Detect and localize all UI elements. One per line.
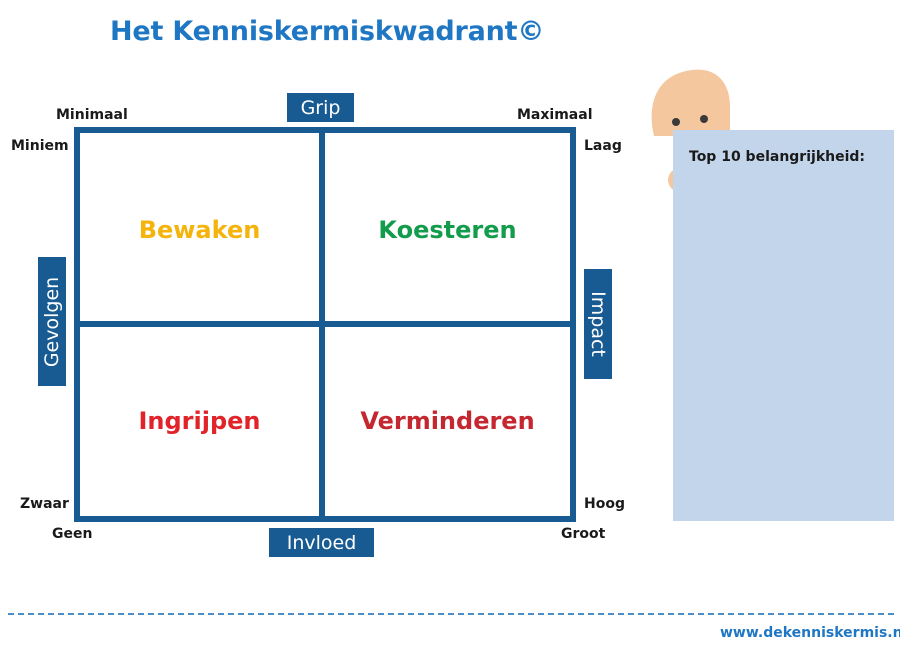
grid-top-border <box>74 127 576 133</box>
character-right-eye <box>700 115 708 123</box>
label-groot: Groot <box>561 526 606 542</box>
label-zwaar: Zwaar <box>20 496 69 512</box>
quadrant-label-koesteren: Koesteren <box>378 216 517 244</box>
label-maximaal: Maximaal <box>517 107 593 123</box>
quadrant-label-verminderen: Verminderen <box>360 407 535 435</box>
label-hoog: Hoog <box>584 496 625 512</box>
axis-label-grip: Grip <box>287 93 354 122</box>
grid-bottom-border <box>74 516 576 522</box>
label-laag: Laag <box>584 138 622 154</box>
axis-label-gevolgen: Gevolgen <box>38 257 66 386</box>
quadrant-label-ingrijpen: Ingrijpen <box>138 407 261 435</box>
page-title: Het Kenniskermiskwadrant© <box>110 16 545 47</box>
quadrant-label-bewaken: Bewaken <box>138 216 261 244</box>
label-miniem: Miniem <box>11 138 69 154</box>
character-head <box>651 69 730 136</box>
label-geen: Geen <box>52 526 93 542</box>
axis-label-invloed: Invloed <box>269 528 374 557</box>
footer-url-link[interactable]: www.dekenniskermis.nl <box>720 625 900 641</box>
character-left-eye <box>672 118 680 126</box>
footer-divider <box>8 613 894 615</box>
axis-label-impact: Impact <box>584 269 612 379</box>
top10-panel: Top 10 belangrijkheid: <box>673 130 894 521</box>
label-minimaal: Minimaal <box>56 107 128 123</box>
grid-horizontal-divider <box>74 321 576 327</box>
panel-title: Top 10 belangrijkheid: <box>689 149 866 165</box>
